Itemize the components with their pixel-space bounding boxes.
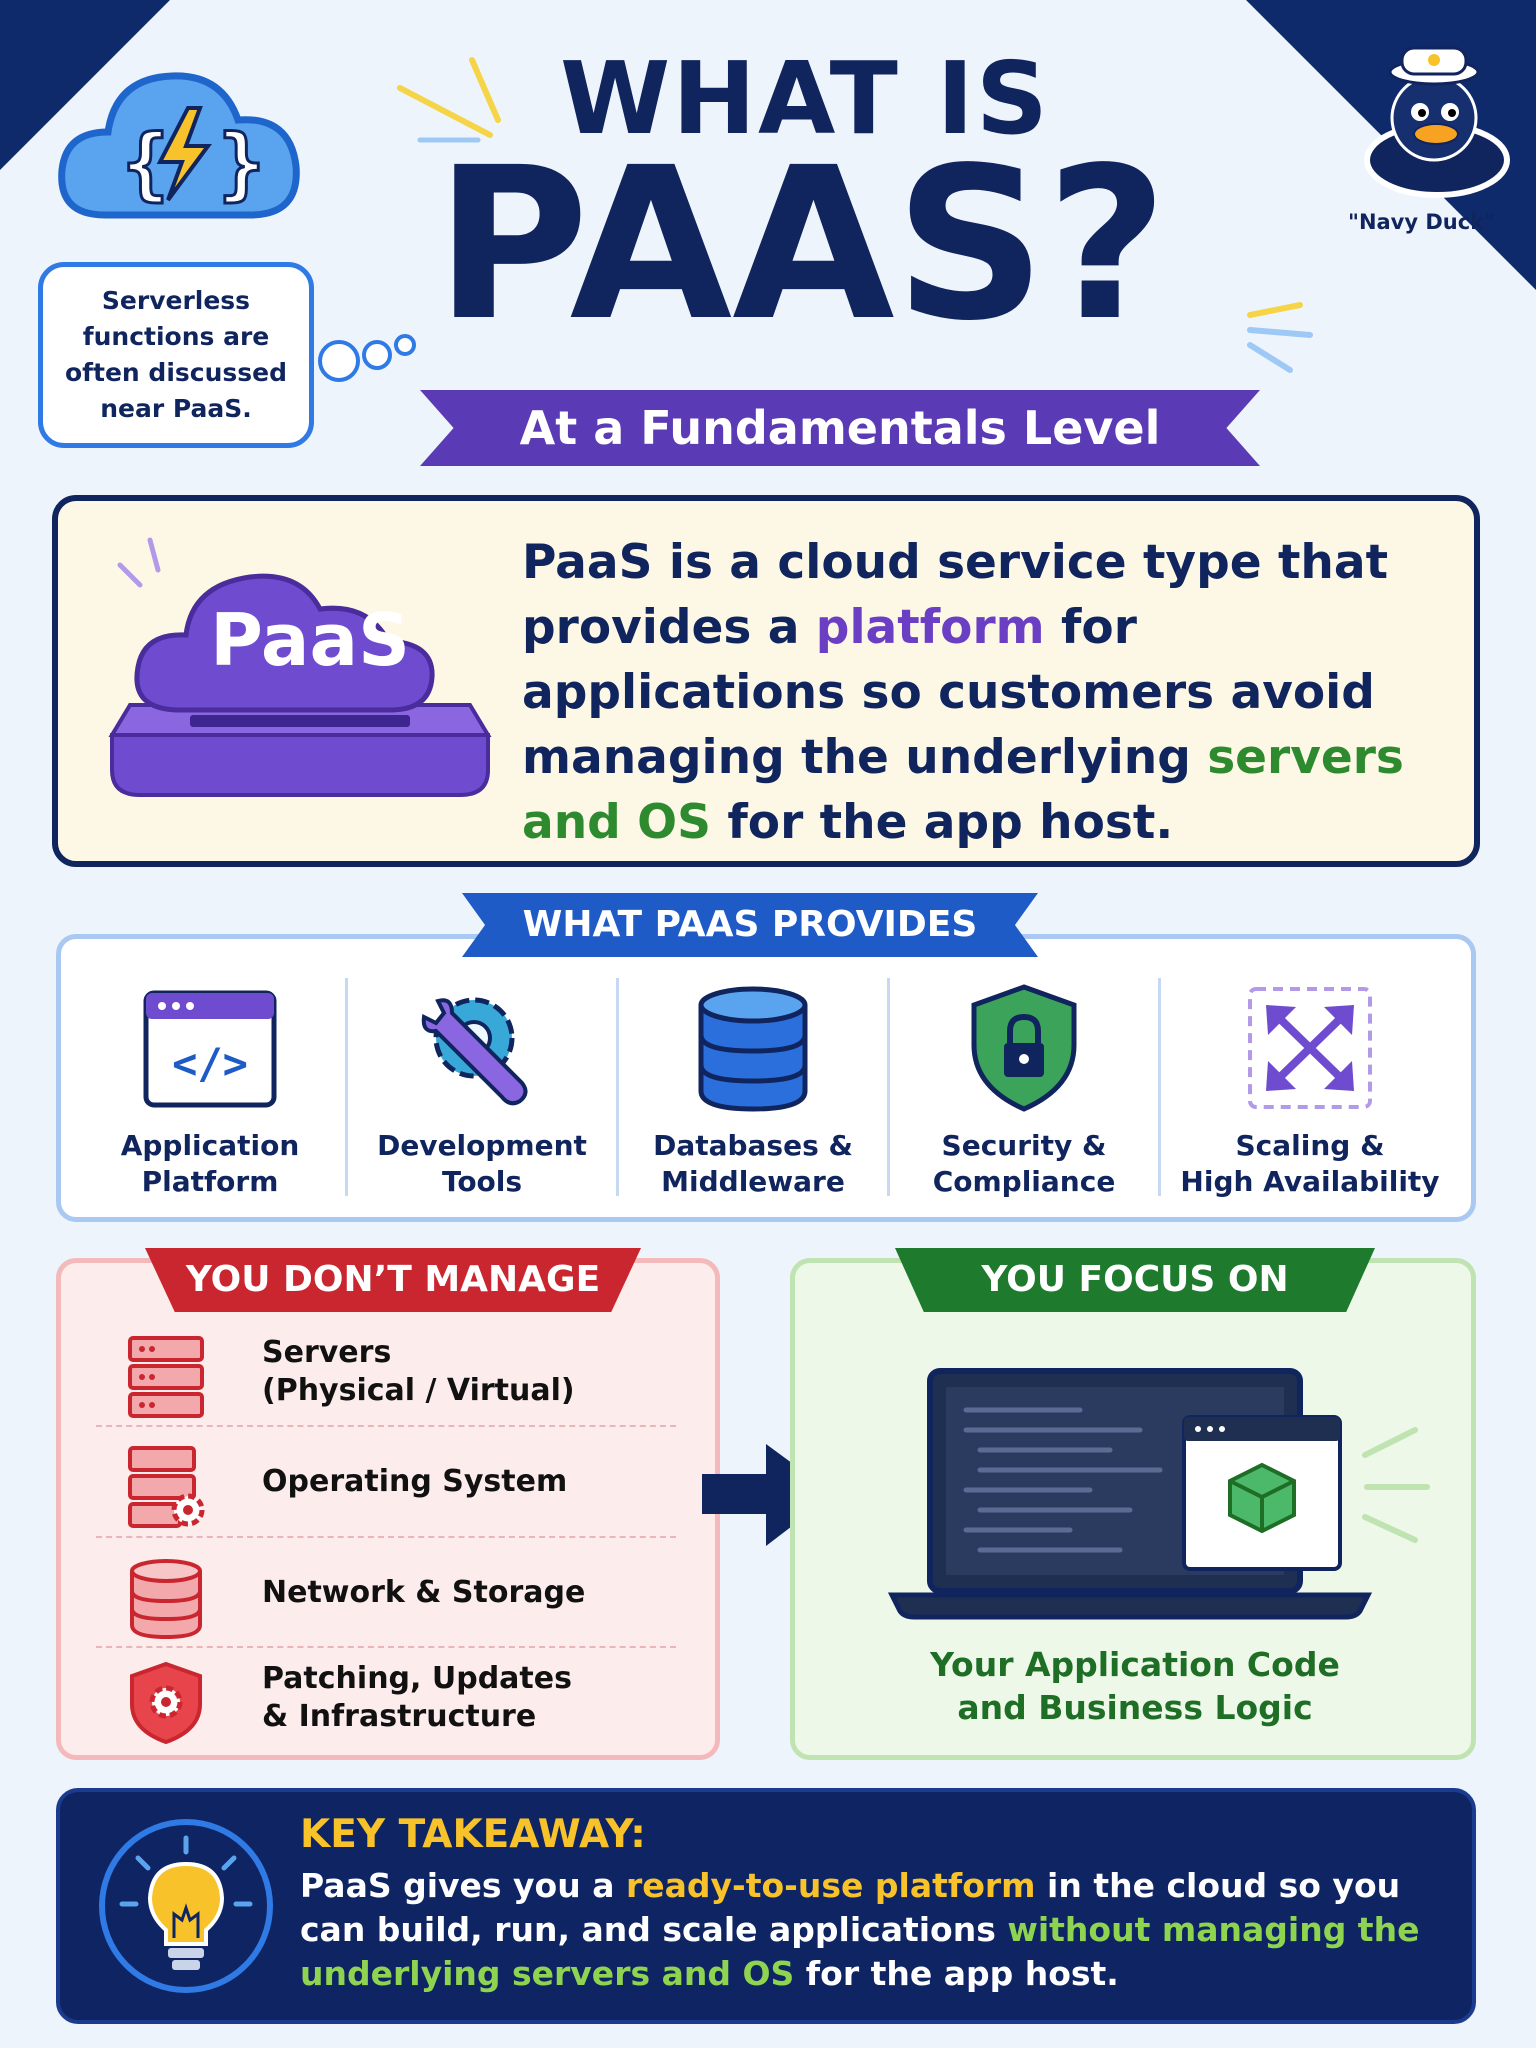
database-icon [698, 986, 808, 1112]
provides-title: WHAT PAAS PROVIDES [462, 893, 1038, 957]
sparkle-icon [1247, 302, 1313, 373]
provides-item-scaling: Scaling & High Availability [1175, 975, 1445, 1205]
serverless-note-text: Serverless functions are often discussed… [64, 285, 288, 424]
provides-label: Development Tools [377, 1129, 587, 1198]
thought-dot [362, 340, 392, 370]
dashed-separator [96, 1425, 676, 1427]
svg-text:</>: </> [172, 1039, 248, 1088]
dont-manage-item-servers: Servers (Physical / Virtual) [96, 1322, 686, 1422]
focus-on-title: YOU FOCUS ON [895, 1248, 1375, 1312]
sparkle-icon [1362, 1427, 1430, 1543]
divider [887, 978, 890, 1196]
provides-item-databases: Databases & Middleware [618, 975, 888, 1205]
dont-manage-label: Network & Storage [262, 1575, 586, 1610]
thought-dot [394, 334, 416, 356]
divider [1158, 978, 1161, 1196]
provides-label: Scaling & High Availability [1180, 1129, 1440, 1198]
key-takeaway-title: KEY TAKEAWAY: [300, 1812, 646, 1857]
divider [345, 978, 348, 1196]
dont-manage-label: Patching, Updates & Infrastructure [262, 1661, 572, 1734]
divider [616, 978, 619, 1196]
subtitle-ribbon: At a Fundamentals Level [420, 390, 1260, 466]
code-window-icon: </> [143, 990, 277, 1108]
expand-arrows-icon [1248, 987, 1372, 1109]
provides-label: Databases & Middleware [653, 1129, 853, 1198]
provides-label: Application Platform [120, 1129, 300, 1198]
sparkle-icon [397, 57, 501, 143]
title-line-2: PAAS? [435, 122, 1168, 367]
shield-gear-icon [130, 1662, 202, 1744]
key-takeaway-panel [56, 1788, 1476, 2024]
serverless-cloud-icon: { } [58, 72, 300, 219]
mascot-label: "Navy Duck" [1348, 210, 1496, 234]
svg-text:}: } [218, 119, 265, 209]
dont-manage-label: Operating System [262, 1464, 568, 1499]
dont-manage-item-patching: Patching, Updates & Infrastructure [96, 1648, 686, 1748]
shield-lock-icon [971, 984, 1077, 1112]
dont-manage-title: YOU DON’T MANAGE [145, 1248, 641, 1312]
dont-manage-item-network: Network & Storage [96, 1543, 686, 1643]
dont-manage-label: Servers (Physical / Virtual) [262, 1335, 575, 1408]
navy-duck-mascot-icon [1364, 46, 1510, 198]
platform-highlight: platform [815, 600, 1045, 655]
laptop-code-icon [887, 1368, 1373, 1620]
dashed-separator [96, 1536, 676, 1538]
lightbulb-icon [99, 1819, 273, 1993]
provides-item-development-tools: Development Tools [347, 975, 617, 1205]
dashed-separator [96, 1646, 676, 1648]
paas-cloud-platform-icon [108, 537, 492, 797]
server-gear-icon [128, 1446, 205, 1528]
ready-platform-highlight: ready-to-use platform [625, 1866, 1036, 1905]
serverless-note-bubble: Serverless functions are often discussed… [38, 262, 314, 448]
server-rack-icon [128, 1336, 204, 1418]
dont-manage-item-os: Operating System [96, 1432, 686, 1532]
focus-on-caption: Your Application Code and Business Logic [930, 1645, 1340, 1727]
storage-cylinder-icon [130, 1559, 202, 1639]
servers-os-highlight: servers and OS [522, 730, 1404, 850]
provides-item-security: Security & Compliance [889, 975, 1159, 1205]
title-line-1: WHAT IS [560, 40, 1050, 157]
without-managing-highlight: without managing the underlying servers … [300, 1910, 1420, 1993]
provides-item-application-platform: </> Application Platform [75, 975, 345, 1205]
thought-dot [318, 340, 360, 382]
paas-badge: PaaS [210, 598, 410, 682]
key-takeaway-text: PaaS gives you a ready-to-use platform i… [300, 1866, 1420, 1993]
provides-label: Security & Compliance [932, 1129, 1116, 1198]
definition-text: PaaS is a cloud service type that provid… [522, 535, 1404, 850]
gear-wrench-icon [421, 997, 528, 1106]
